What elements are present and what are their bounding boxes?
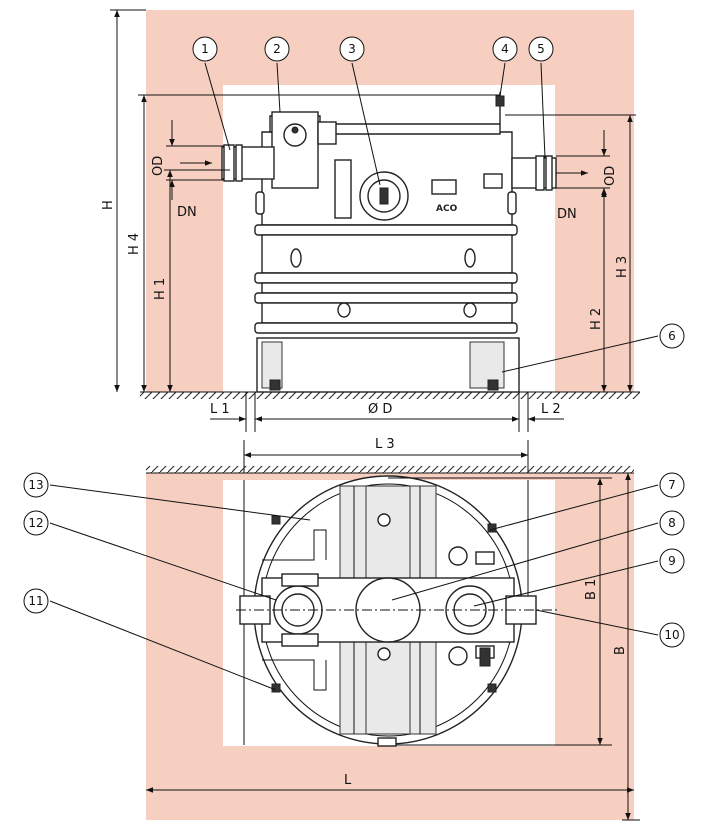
inlet-pipe bbox=[180, 144, 275, 182]
callout-1: 1 bbox=[192, 36, 218, 62]
dim-H4: H 4 bbox=[127, 233, 142, 255]
svg-text:6: 6 bbox=[668, 329, 676, 343]
floor-hatch-top bbox=[140, 392, 640, 399]
dim-B1: B 1 bbox=[584, 579, 599, 600]
svg-text:13: 13 bbox=[28, 478, 43, 492]
dim-H2: H 2 bbox=[589, 308, 604, 330]
svg-text:10: 10 bbox=[664, 628, 679, 642]
svg-text:9: 9 bbox=[668, 554, 676, 568]
callouts: 1 2 3 4 5 6 7 8 bbox=[23, 36, 685, 648]
dim-H: H bbox=[101, 200, 116, 210]
svg-text:2: 2 bbox=[273, 42, 281, 56]
dim-L: L bbox=[344, 773, 352, 788]
dim-L1: L 1 bbox=[210, 402, 230, 417]
dim-L3: L 3 bbox=[375, 437, 395, 452]
callout-3: 3 bbox=[339, 36, 365, 62]
svg-text:11: 11 bbox=[28, 594, 43, 608]
dim-DN-left: DN bbox=[177, 205, 197, 220]
callout-12: 12 bbox=[23, 510, 49, 536]
svg-text:12: 12 bbox=[28, 516, 43, 530]
callout-9: 9 bbox=[659, 548, 685, 574]
callout-8: 8 bbox=[659, 510, 685, 536]
dim-OD-right: OD bbox=[603, 166, 618, 186]
dim-L2: L 2 bbox=[541, 402, 561, 417]
dim-B: B bbox=[613, 646, 628, 655]
leaders bbox=[49, 62, 659, 691]
tank-side: ACO bbox=[254, 92, 520, 393]
callout-13: 13 bbox=[23, 472, 49, 498]
svg-text:5: 5 bbox=[537, 42, 545, 56]
dim-OD-left: OD bbox=[151, 156, 166, 176]
side-view: ACO bbox=[101, 9, 640, 432]
dim-H3: H 3 bbox=[615, 256, 630, 278]
callout-7: 7 bbox=[659, 472, 685, 498]
callout-4: 4 bbox=[492, 36, 518, 62]
svg-text:1: 1 bbox=[201, 42, 209, 56]
svg-text:4: 4 bbox=[501, 42, 509, 56]
plan-view: L 3 bbox=[146, 437, 640, 821]
svg-text:7: 7 bbox=[668, 478, 676, 492]
callout-11: 11 bbox=[23, 588, 49, 614]
callout-10: 10 bbox=[659, 622, 685, 648]
wall-hatch-bottom bbox=[146, 466, 634, 473]
svg-text:8: 8 bbox=[668, 516, 676, 530]
callout-2: 2 bbox=[264, 36, 290, 62]
svg-text:3: 3 bbox=[348, 42, 356, 56]
pit-wall-bottom bbox=[146, 473, 634, 820]
callout-5: 5 bbox=[528, 36, 554, 62]
dim-H1: H 1 bbox=[153, 278, 168, 300]
callout-6: 6 bbox=[659, 323, 685, 349]
outlet-pipe bbox=[511, 155, 588, 191]
dim-DN-right: DN bbox=[557, 207, 577, 222]
dim-D: Ø D bbox=[368, 402, 392, 417]
brand-label: ACO bbox=[436, 204, 458, 214]
